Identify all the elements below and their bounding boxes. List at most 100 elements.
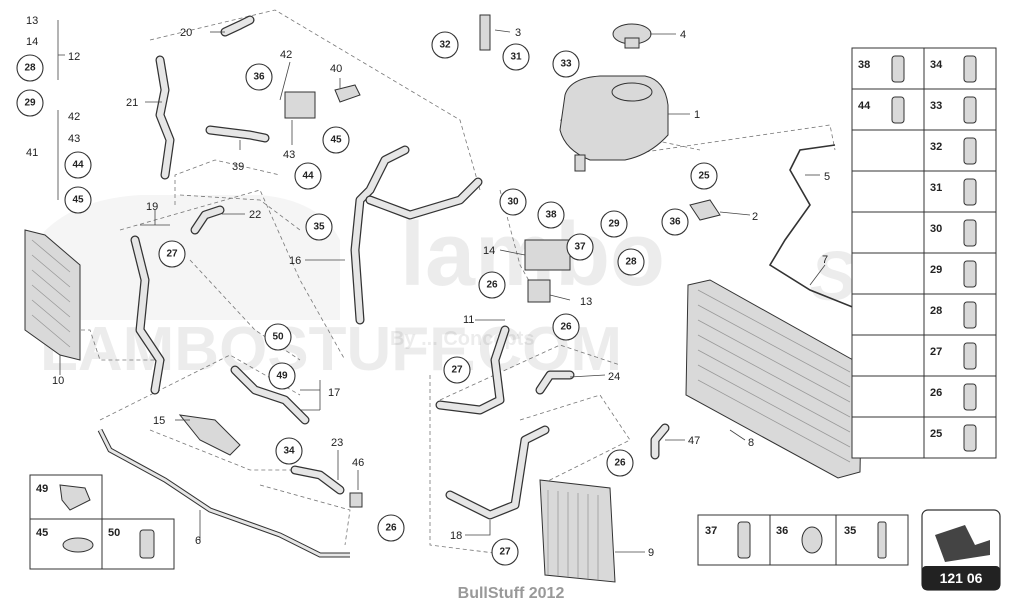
legend-part-38 <box>891 55 905 83</box>
legend-label-29: 29 <box>930 264 942 276</box>
legend-label-32: 32 <box>930 141 942 153</box>
legend-cell <box>851 211 925 254</box>
legend-37-part <box>737 521 751 559</box>
svg-text:44: 44 <box>72 160 84 171</box>
label-13: 13 <box>26 15 38 27</box>
label-39: 39 <box>232 161 244 173</box>
svg-text:34: 34 <box>283 446 295 457</box>
legend-label-25: 25 <box>930 428 942 440</box>
guide-lines <box>60 9 836 556</box>
legend-49-part <box>59 484 91 511</box>
label-14b: 14 <box>483 245 495 257</box>
legend-part-34 <box>963 55 977 83</box>
legend-cell <box>851 88 925 131</box>
arrow-icon <box>935 525 990 562</box>
callout-45b: 45 <box>322 126 350 154</box>
pump <box>527 279 551 303</box>
clip-small <box>689 199 721 221</box>
svg-text:36: 36 <box>253 72 265 83</box>
callout-33: 33 <box>552 50 580 78</box>
label-18: 18 <box>450 530 462 542</box>
legend-cell <box>923 334 997 377</box>
svg-text:37: 37 <box>574 242 586 253</box>
label-43: 43 <box>68 133 80 145</box>
front-radiator <box>539 479 616 583</box>
svg-text:31: 31 <box>510 52 522 63</box>
legend-part-26 <box>963 383 977 411</box>
callout-36b: 36 <box>661 208 689 236</box>
watermark-url: LAMBOSTUFF.COM <box>40 315 622 384</box>
legend-cell <box>923 129 997 172</box>
label-22: 22 <box>249 209 261 221</box>
legend-35: 35 <box>844 525 856 537</box>
callout-31: 31 <box>502 43 530 71</box>
label-43b: 43 <box>283 149 295 161</box>
label-20: 20 <box>180 27 192 39</box>
svg-text:26: 26 <box>385 523 397 534</box>
label-41: 41 <box>26 147 38 159</box>
label-23: 23 <box>331 437 343 449</box>
legend-part-27 <box>963 342 977 370</box>
legend-36-part <box>801 526 823 554</box>
svg-text:30: 30 <box>507 197 519 208</box>
legend-label-26: 26 <box>930 387 942 399</box>
svg-text:26: 26 <box>614 458 626 469</box>
svg-text:35: 35 <box>313 222 325 233</box>
callout-26b: 26 <box>552 313 580 341</box>
svg-text:29: 29 <box>24 98 36 109</box>
legend-cell <box>923 293 997 336</box>
bracket-small <box>479 14 491 51</box>
legend-35-part <box>877 521 887 559</box>
legend-bottom-left: 49 45 50 <box>29 474 175 570</box>
svg-text:26: 26 <box>486 280 498 291</box>
callout-45: 45 <box>64 186 92 214</box>
callout-30: 30 <box>499 188 527 216</box>
label-9: 9 <box>648 547 654 559</box>
svg-text:49: 49 <box>276 371 288 382</box>
callout-37: 37 <box>566 233 594 261</box>
leader-lines <box>57 20 826 553</box>
legend-50-part <box>139 529 155 559</box>
legend-part-44 <box>891 96 905 124</box>
watermark-tag: By ... Concepts <box>390 328 534 350</box>
side-radiator <box>24 229 81 361</box>
label-14: 14 <box>26 36 38 48</box>
expansion-tank <box>559 75 669 172</box>
label-47: 47 <box>688 435 700 447</box>
hoses <box>97 15 670 558</box>
valve <box>284 91 316 119</box>
label-10: 10 <box>52 375 64 387</box>
callout-34: 34 <box>275 437 303 465</box>
label-5: 5 <box>824 171 830 183</box>
page-number: 121 06 <box>940 570 983 586</box>
svg-text:27: 27 <box>451 365 463 376</box>
legend-part-33 <box>963 96 977 124</box>
legend-cell <box>851 129 925 172</box>
svg-text:45: 45 <box>330 135 342 146</box>
label-12: 12 <box>68 51 80 63</box>
legend-cell <box>923 47 997 90</box>
callout-25: 25 <box>690 162 718 190</box>
legend-cell <box>851 334 925 377</box>
callout-27: 27 <box>158 240 186 268</box>
callout-27b: 27 <box>443 356 471 384</box>
callout-44: 44 <box>64 151 92 179</box>
callout-50: 50 <box>264 323 292 351</box>
callout-28b: 28 <box>617 248 645 276</box>
label-24: 24 <box>608 371 620 383</box>
svg-text:27: 27 <box>166 249 178 260</box>
label-3: 3 <box>515 27 521 39</box>
legend-bottom-right: 37 36 35 <box>697 514 909 566</box>
clamp-bracket <box>178 414 241 456</box>
sensor-wire <box>768 144 891 346</box>
label-6: 6 <box>195 535 201 547</box>
legend-label-30: 30 <box>930 223 942 235</box>
legend-label-34: 34 <box>930 59 943 71</box>
legend-part-31 <box>963 178 977 206</box>
callout-26c: 26 <box>606 449 634 477</box>
callout-49: 49 <box>268 362 296 390</box>
legend-cell <box>851 170 925 213</box>
footer-credit: BullStuff 2012 <box>458 585 565 602</box>
